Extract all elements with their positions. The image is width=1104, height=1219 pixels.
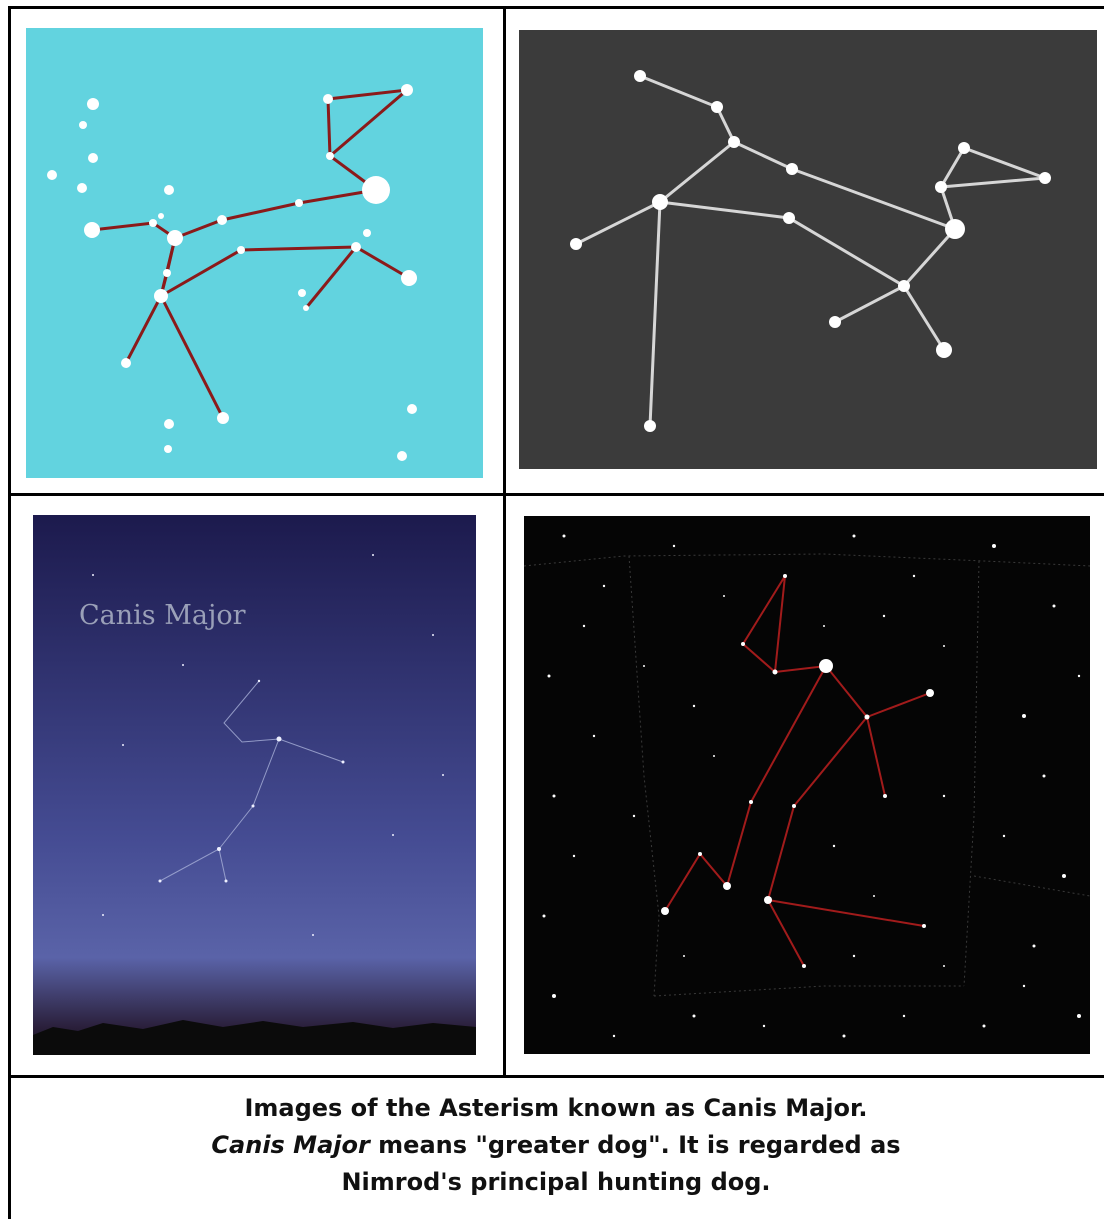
- panel-star-map: [524, 516, 1090, 1054]
- border-middle-vertical: [503, 6, 506, 1076]
- border-top: [8, 6, 1104, 9]
- panel-night-sky: Canis Major: [33, 515, 476, 1055]
- panel-gray-constellation: [519, 30, 1097, 469]
- caption-line-2: Canis Major means "greater dog". It is r…: [8, 1127, 1104, 1164]
- border-caption-top: [8, 1075, 1104, 1078]
- star-map-chart: [524, 516, 1090, 1054]
- caption-line-3: Nimrod's principal hunting dog.: [341, 1168, 771, 1196]
- border-middle-horizontal: [8, 493, 1104, 496]
- constellation-diagram-gray: [519, 30, 1097, 469]
- border-left: [8, 6, 11, 1219]
- caption-line-1: Images of the Asterism known as Canis Ma…: [244, 1094, 868, 1122]
- panel-cyan-constellation: [26, 28, 483, 478]
- constellation-diagram-cyan: [26, 28, 483, 478]
- caption-italic-term: Canis Major: [211, 1131, 370, 1159]
- caption: Images of the Asterism known as Canis Ma…: [8, 1090, 1104, 1201]
- night-sky-photo: [33, 515, 476, 1055]
- caption-line-2-rest: means "greater dog". It is regarded as: [369, 1131, 901, 1159]
- star-field: [542, 534, 1081, 1038]
- canis-major-label: Canis Major: [79, 600, 246, 631]
